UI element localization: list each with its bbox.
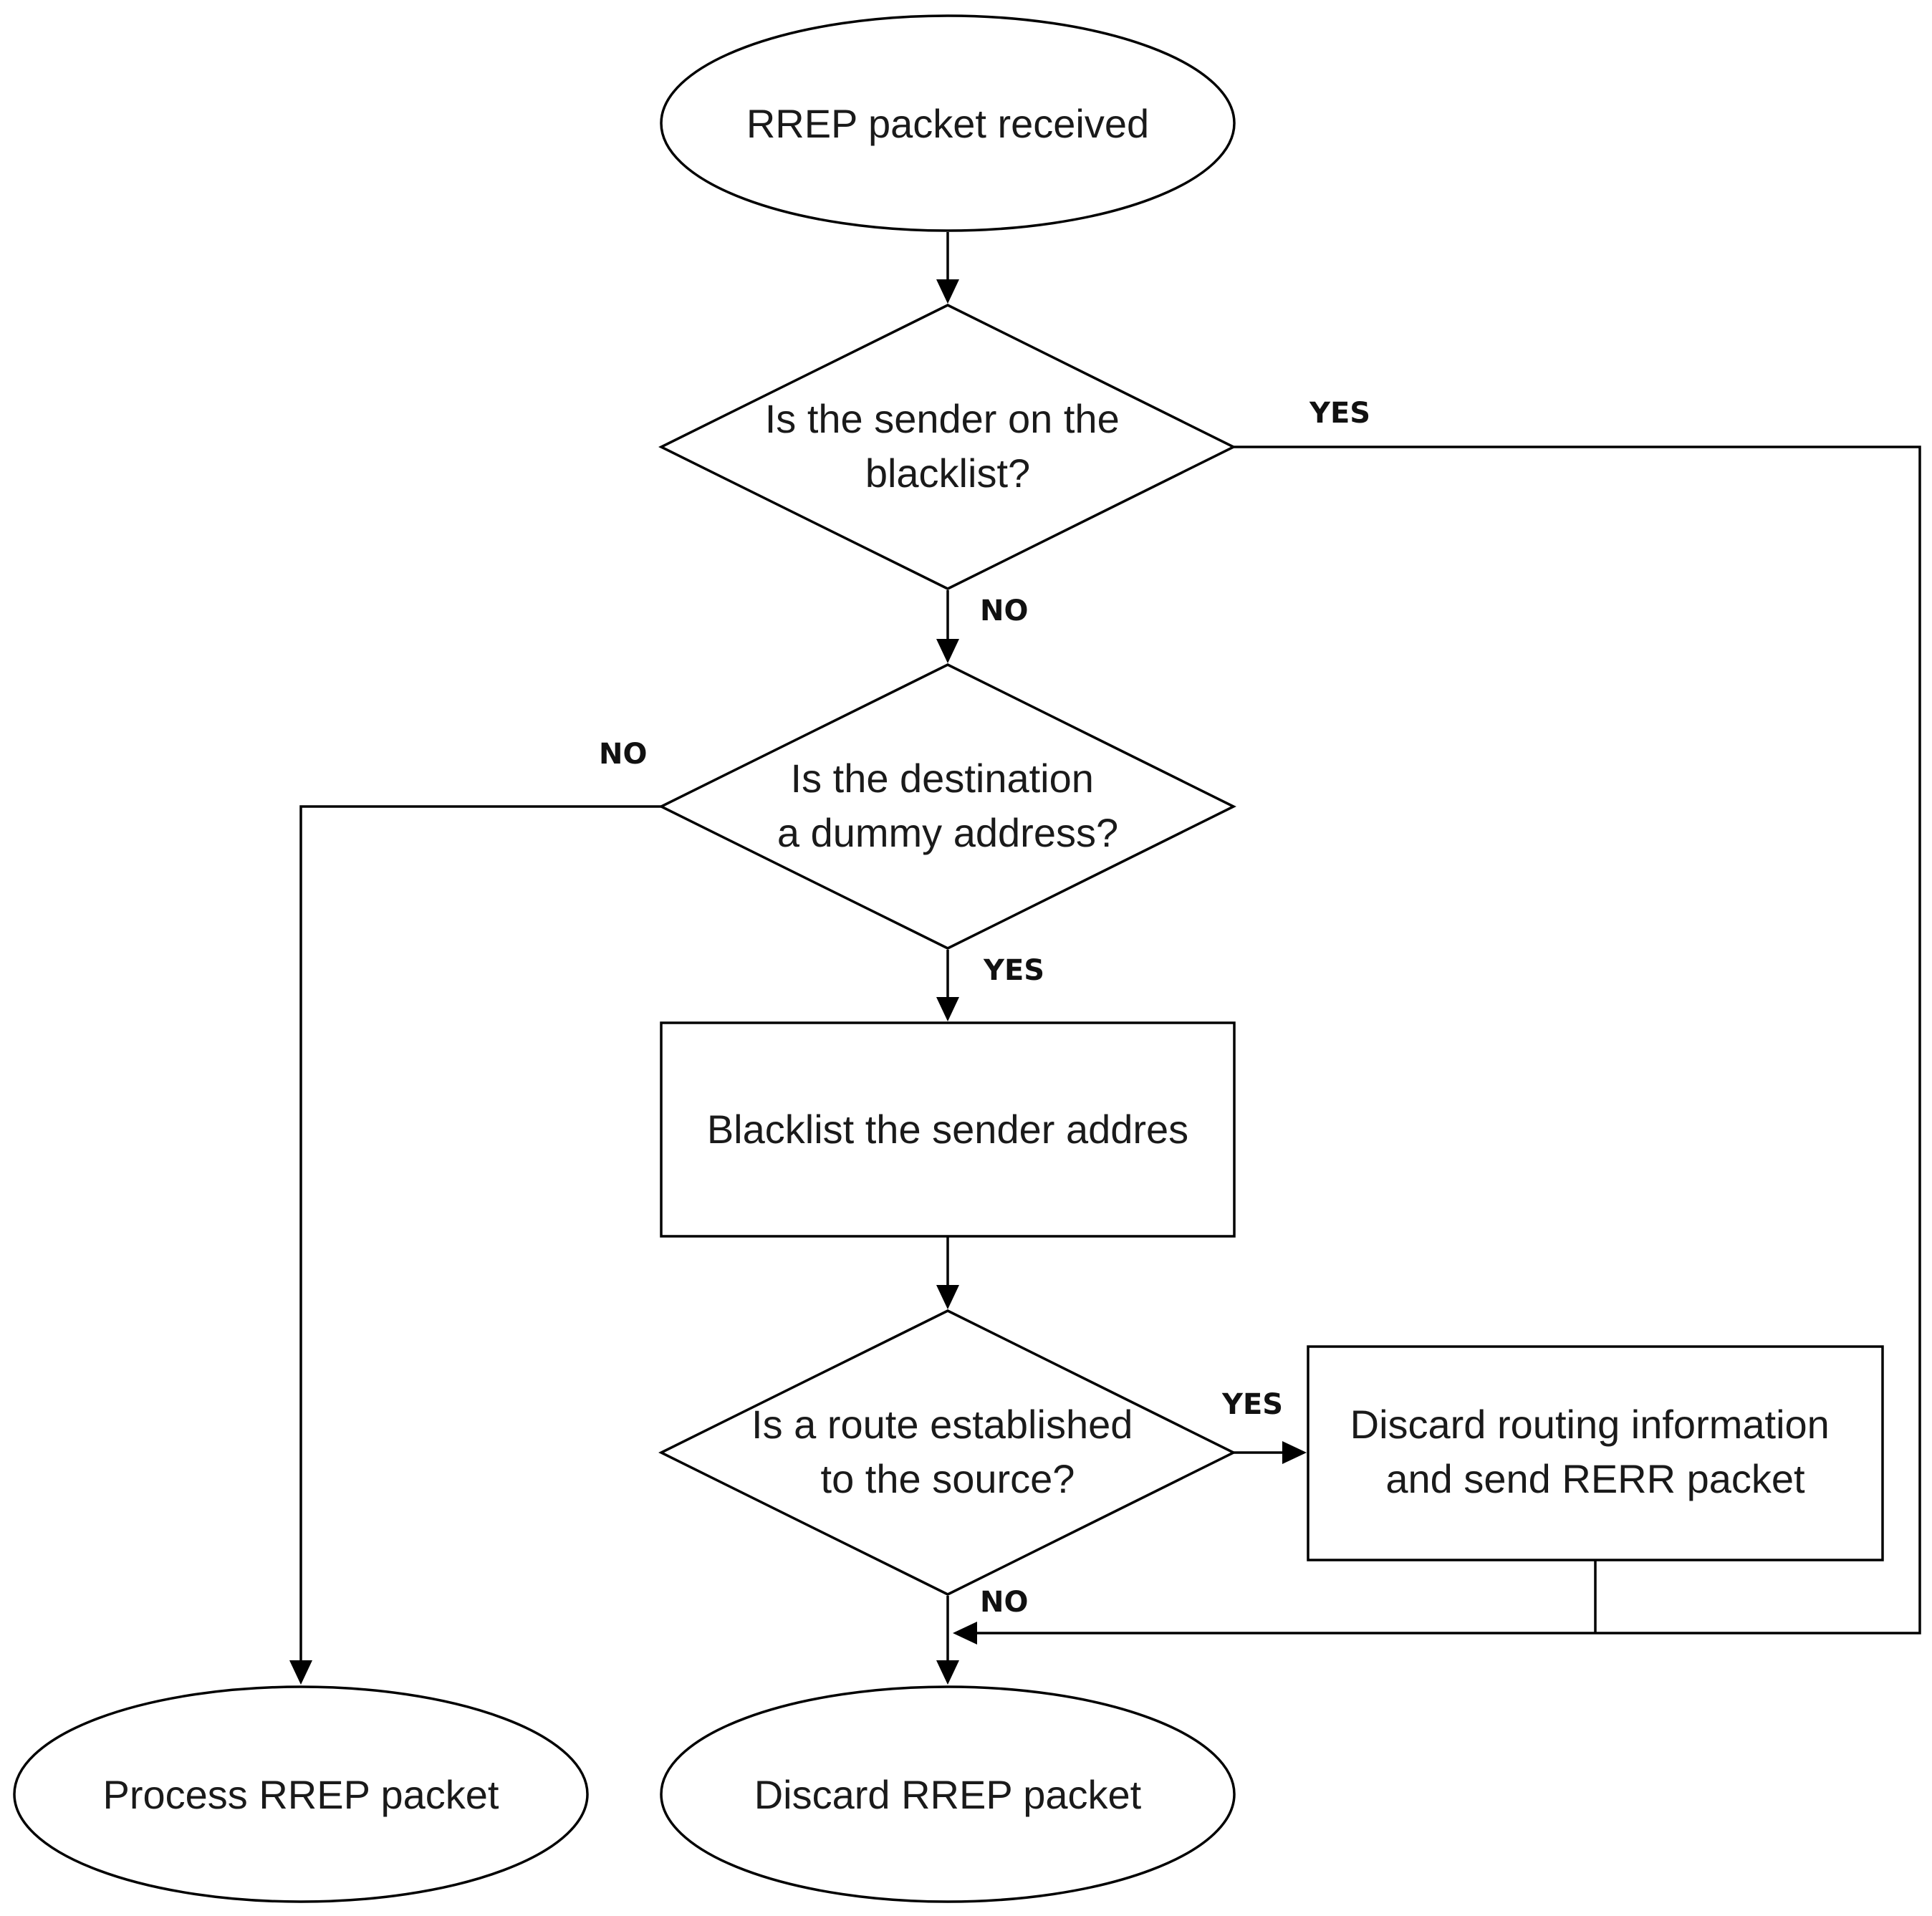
discard-rrep-shape bbox=[660, 1685, 1236, 1903]
route-established-label: Is a route established to the source? bbox=[751, 1402, 1144, 1501]
dummy-address-decision: Is the destination a dummy address? bbox=[658, 663, 1236, 950]
blacklist-check-decision: Is the sender on the blacklist? bbox=[658, 304, 1236, 590]
start-node-shape bbox=[660, 14, 1236, 232]
edge-dummy-no bbox=[299, 805, 661, 1660]
dummy-address-label: Is the destination a dummy address? bbox=[777, 756, 1118, 855]
discard-routing-box bbox=[1307, 1345, 1884, 1561]
edge-labels: YES NO NO YES YES NO bbox=[599, 397, 1370, 1619]
edge-label-route-no: NO bbox=[980, 1586, 1028, 1619]
process-rrep-label: Process RREP packet bbox=[103, 1772, 499, 1817]
blacklist-sender-box bbox=[660, 1021, 1236, 1238]
arrowhead bbox=[936, 279, 959, 304]
discard-routing-label: Discard routing information and send RER… bbox=[1350, 1402, 1841, 1501]
route-established-diamond bbox=[658, 1309, 1236, 1596]
discard-rrep-node: Discard RREP packet bbox=[660, 1685, 1236, 1903]
route-established-decision: Is a route established to the source? bbox=[658, 1309, 1236, 1596]
edge-label-route-yes: YES bbox=[1221, 1388, 1283, 1421]
discard-routing-step: Discard routing information and send RER… bbox=[1307, 1345, 1884, 1561]
arrowhead bbox=[953, 1622, 977, 1645]
arrowhead bbox=[1282, 1441, 1307, 1464]
arrowhead bbox=[936, 997, 959, 1021]
blacklist-sender-label: Blacklist the sender addres bbox=[707, 1107, 1188, 1152]
dummy-address-diamond bbox=[658, 663, 1236, 950]
blacklist-check-label: Is the sender on the blacklist? bbox=[765, 396, 1131, 496]
blacklist-sender-step: Blacklist the sender addres bbox=[660, 1021, 1236, 1238]
edge-label-dummy-yes: YES bbox=[983, 954, 1044, 987]
blacklist-check-diamond bbox=[658, 304, 1236, 590]
process-rrep-node: Process RREP packet bbox=[13, 1685, 589, 1903]
edge-blacklist-yes bbox=[977, 446, 1921, 1635]
arrowhead bbox=[936, 639, 959, 663]
edge-label-dummy-no: NO bbox=[599, 738, 647, 771]
arrowhead bbox=[936, 1285, 959, 1309]
discard-rrep-label: Discard RREP packet bbox=[754, 1772, 1142, 1817]
arrowhead bbox=[936, 1660, 959, 1685]
connectors bbox=[289, 232, 1921, 1685]
edge-label-blacklist-no: NO bbox=[980, 594, 1028, 627]
arrowhead bbox=[289, 1660, 312, 1685]
process-rrep-shape bbox=[13, 1685, 589, 1903]
start-node-label: RREP packet received bbox=[746, 101, 1149, 146]
start-node: RREP packet received bbox=[660, 14, 1236, 232]
edge-label-blacklist-yes: YES bbox=[1309, 397, 1370, 430]
